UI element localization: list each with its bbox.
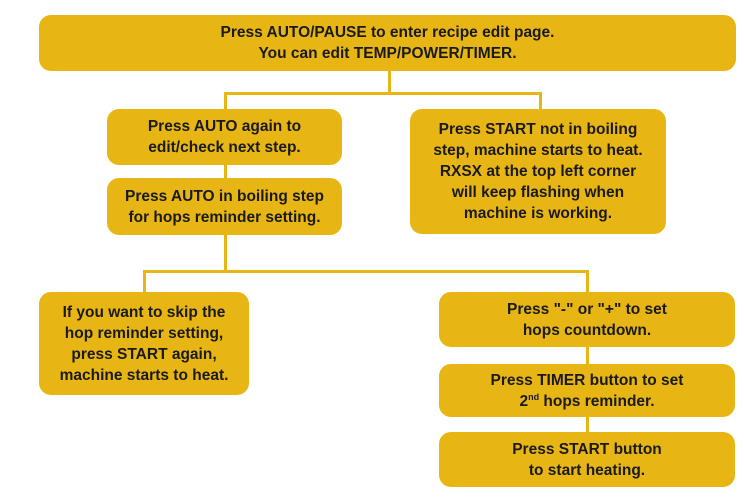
timer-button-line2-sup: nd: [528, 391, 540, 402]
auto-again-line2: edit/check next step.: [148, 139, 301, 156]
connector-to-auto-again: [224, 92, 227, 109]
timer-button-line2: 2nd hops reminder.: [519, 391, 654, 412]
skip-hop-box: If you want to skip the hop reminder set…: [39, 292, 249, 395]
auto-again-box: Press AUTO again to edit/check next step…: [107, 109, 342, 165]
start-button-line1: Press START button: [512, 440, 662, 458]
timer-button-box: Press TIMER button to set 2nd hops remin…: [439, 364, 735, 417]
start-button-box: Press START button to start heating.: [439, 432, 735, 487]
connector-to-start-not-boiling: [539, 92, 542, 109]
skip-hop-line4: machine starts to heat.: [59, 366, 229, 384]
start-not-boiling-box: Press START not in boiling step, machine…: [410, 109, 666, 234]
start-button-line2: to start heating.: [528, 461, 646, 479]
auto-boiling-line1: Press AUTO in boiling step: [125, 187, 324, 205]
skip-hop-line2: hop reminder setting,: [64, 324, 224, 342]
start-not-boiling-line5: machine is working.: [463, 205, 613, 222]
connector-boiling-stem: [224, 234, 227, 272]
start-not-boiling-line4: will keep flashing when: [451, 184, 625, 201]
auto-again-line1: Press AUTO again to: [147, 118, 302, 135]
timer-button-line1: Press TIMER button to set: [490, 371, 684, 389]
set-countdown-line2: hops countdown.: [522, 321, 652, 339]
auto-boiling-line2: for hops reminder setting.: [128, 208, 321, 226]
timer-button-line2-num: 2: [519, 392, 529, 410]
connector-top-stem: [388, 70, 391, 94]
connector-to-set-countdown: [586, 270, 589, 292]
edit-page-line2: You can edit TEMP/POWER/TIMER.: [258, 45, 517, 62]
edit-page-box: Press AUTO/PAUSE to enter recipe edit pa…: [39, 15, 736, 71]
start-not-boiling-line1: Press START not in boiling: [438, 121, 638, 138]
connector-countdown-to-timer: [586, 346, 589, 364]
connector-top-bar: [224, 92, 542, 95]
connector-to-skip-hop: [143, 270, 146, 292]
timer-button-line2-rest: hops reminder.: [539, 392, 655, 410]
skip-hop-line1: If you want to skip the: [62, 303, 226, 321]
set-countdown-line1: Press "-" or "+" to set: [507, 300, 667, 318]
skip-hop-line3: press START again,: [71, 345, 217, 363]
connector-auto-again-to-boiling: [224, 164, 227, 178]
auto-boiling-box: Press AUTO in boiling step for hops remi…: [107, 178, 342, 235]
connector-timer-to-start: [586, 416, 589, 432]
set-countdown-box: Press "-" or "+" to set hops countdown.: [439, 292, 735, 347]
start-not-boiling-line2: step, machine starts to heat.: [433, 142, 643, 159]
edit-page-line1: Press AUTO/PAUSE to enter recipe edit pa…: [220, 24, 555, 41]
connector-lower-bar: [143, 270, 589, 273]
start-not-boiling-line3: RXSX at the top left corner: [439, 163, 637, 180]
